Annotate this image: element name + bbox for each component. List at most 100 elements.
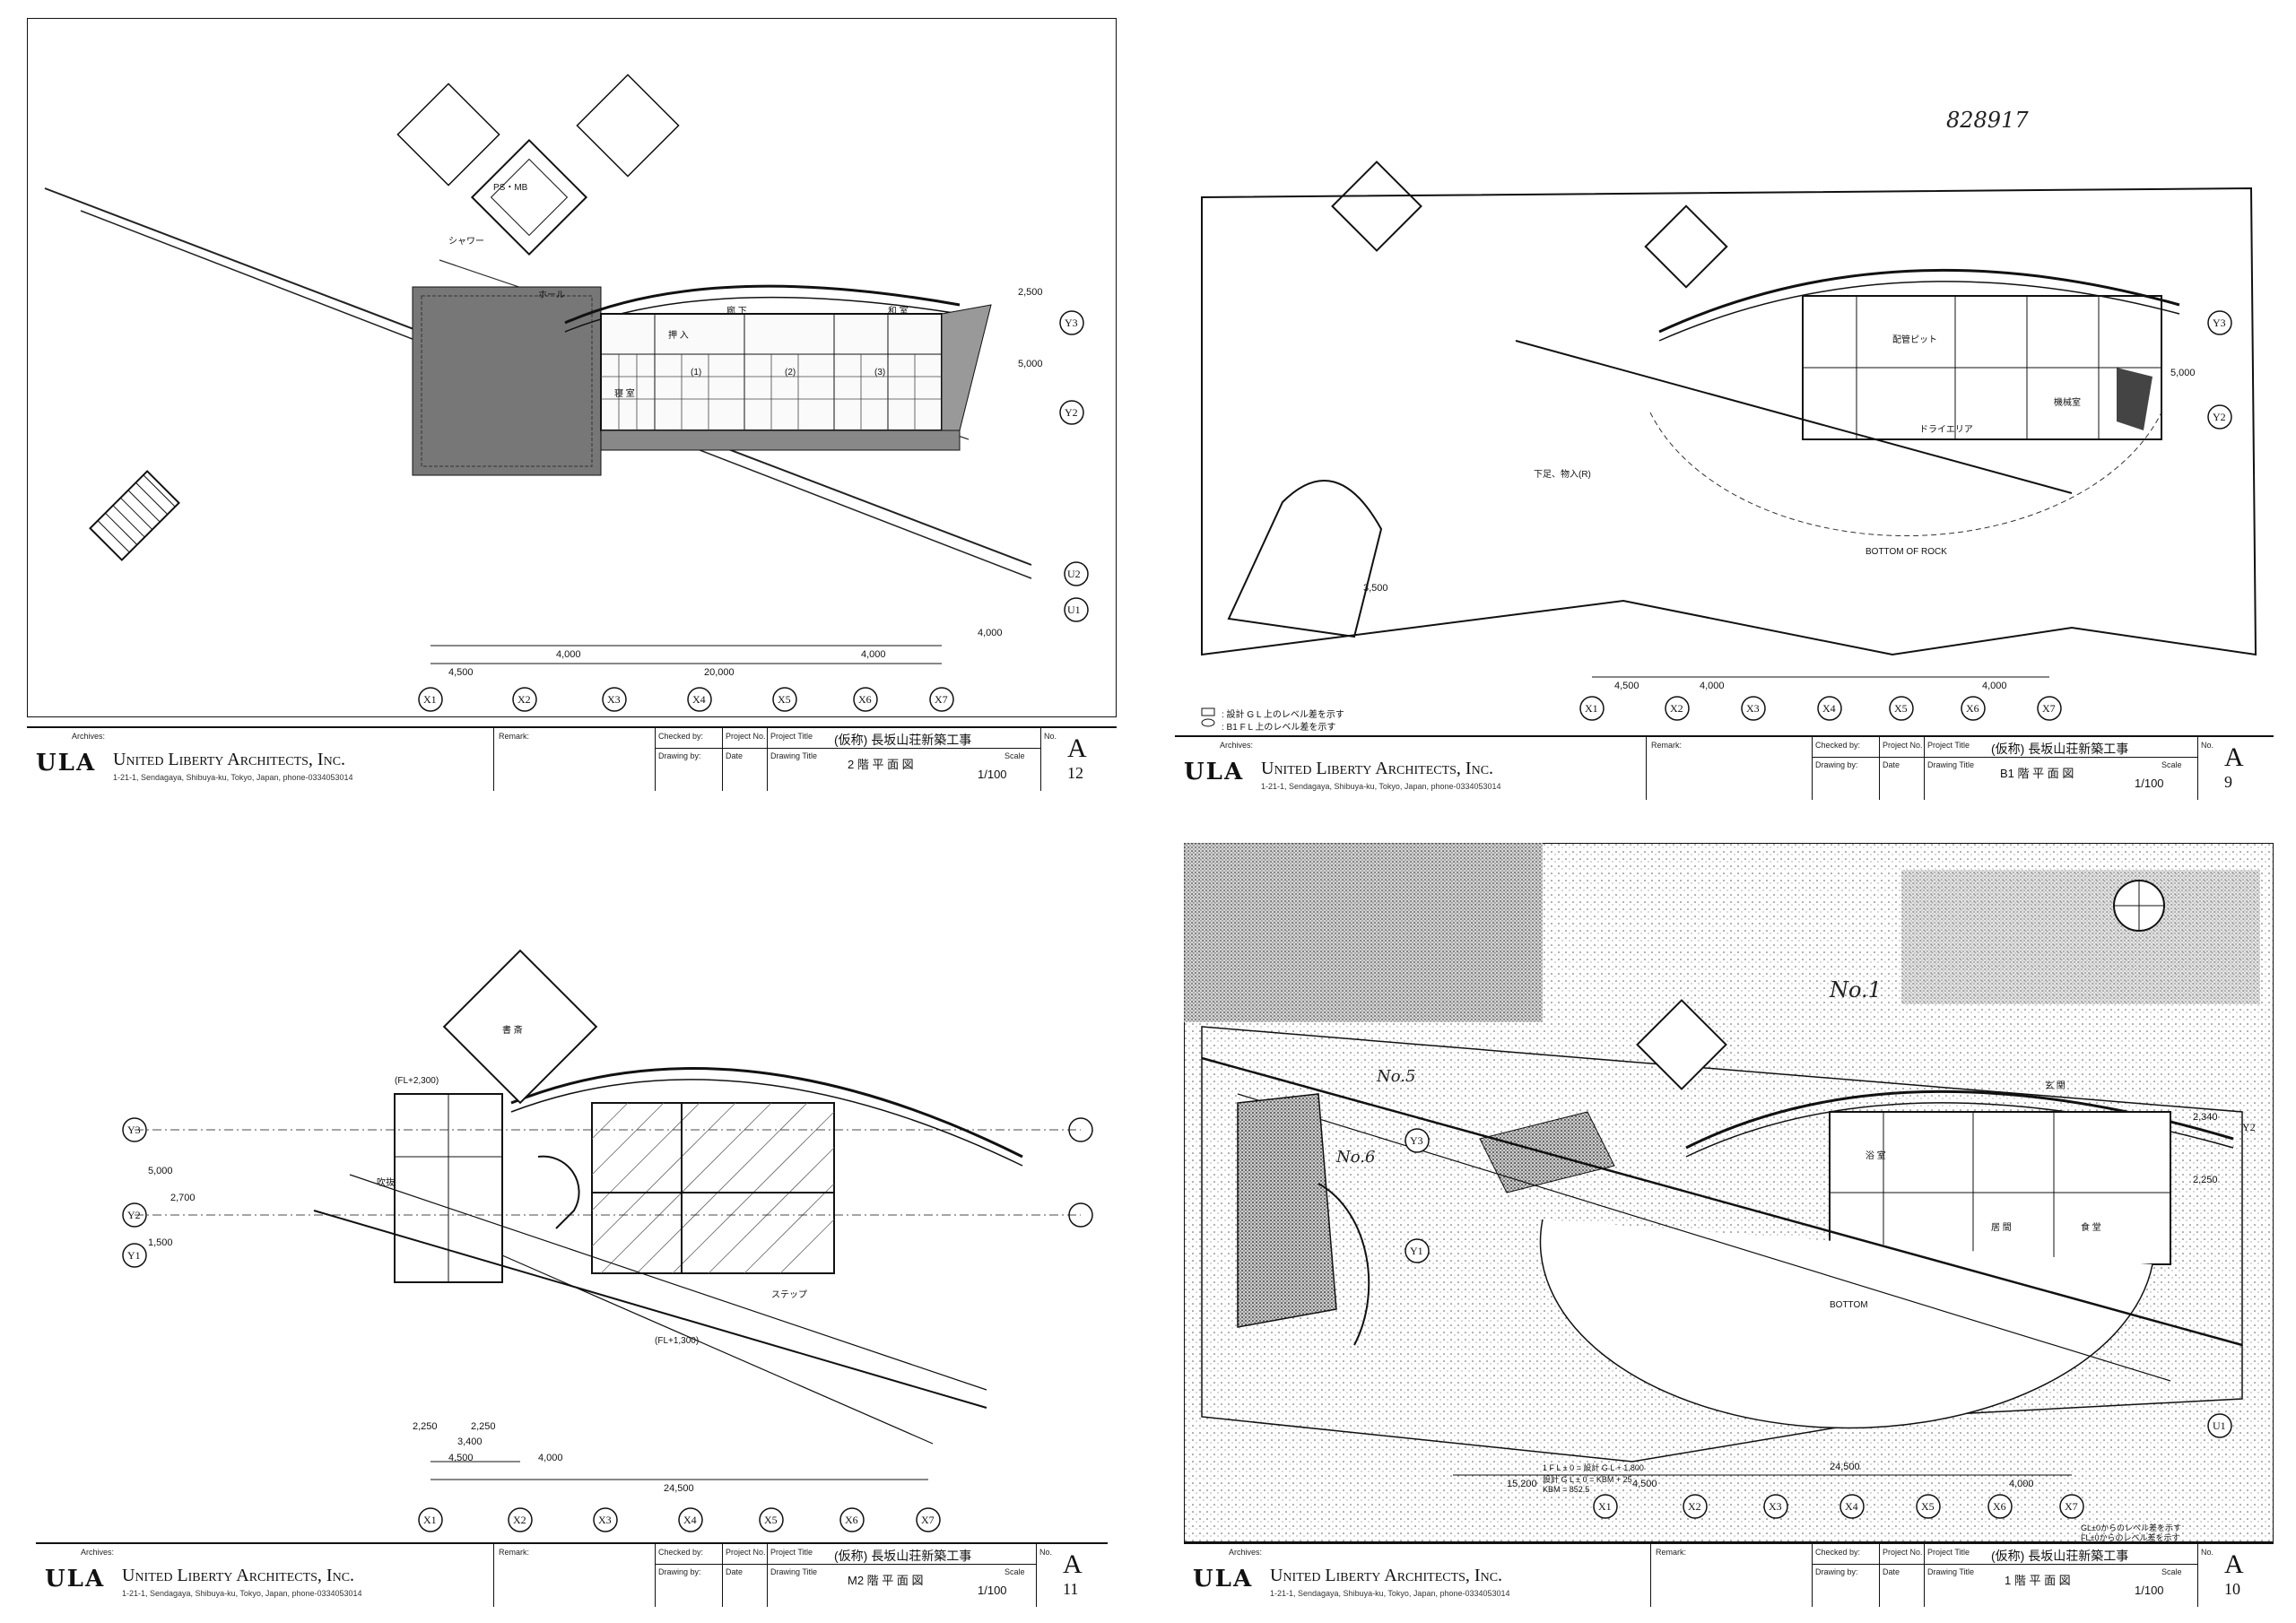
grid-label-x: X5	[764, 1514, 778, 1526]
grid-label-y: Y2	[1065, 406, 1078, 419]
room-label: 押 入	[668, 331, 689, 341]
grid-label-x: X1	[1585, 702, 1598, 715]
drawing-title-label: Drawing Title	[770, 751, 818, 760]
drawing-title: M2 階 平 面 図	[848, 1574, 924, 1587]
tilted-shaft-1	[470, 138, 588, 256]
grid-label-x: X3	[598, 1514, 612, 1526]
grid-label-x: X7	[921, 1514, 935, 1526]
project-title: (仮称) 長坂山荘新築工事	[834, 1549, 972, 1563]
title-block: Archives: ULA United Liberty Architects,…	[1175, 735, 2274, 800]
grid-label-x: X6	[1966, 702, 1979, 715]
room-label: PS・MB	[493, 183, 528, 193]
study-room-tilted	[442, 949, 598, 1105]
room-label: (3)	[874, 368, 886, 378]
dim-bottom: 4,000	[861, 649, 886, 660]
drawing-by-label: Drawing by:	[1815, 1567, 1858, 1576]
firm-address: 1-21-1, Sendagaya, Shibuya-ku, Tokyo, Ja…	[113, 773, 353, 782]
level-note: 1 F L ± 0 = 設計 G L + 1,800	[1543, 1463, 1644, 1472]
site-outline	[1201, 187, 2257, 656]
drawing-sheet-a9: 828917 4,500 4,000 4,000 5,000 3,500 X1 …	[1175, 27, 2274, 800]
grid-label-x: X2	[1670, 702, 1683, 715]
no-label: No.	[2201, 741, 2214, 750]
archives-label: Archives:	[1229, 1548, 1263, 1557]
drawing-sheet-a11: 4,500 4,000 24,500 2,250 2,250 3,400 5,0…	[36, 834, 1108, 1607]
grid-label-x: X1	[423, 693, 437, 706]
floor-plan-1f	[1184, 843, 2274, 1542]
room-label: 書 斎	[502, 1026, 523, 1036]
project-no-label: Project No.	[726, 732, 766, 741]
firm-logo: ULA	[36, 750, 97, 777]
checked-by-label: Checked by:	[658, 1548, 704, 1557]
sheet-letter: A	[1067, 733, 1087, 763]
room-label: 居 間	[1991, 1223, 2012, 1233]
dim-bottom: 2,250	[413, 1421, 438, 1432]
dim-bottom: 24,500	[1830, 1462, 1860, 1472]
grid-label-y: Y3	[127, 1124, 141, 1136]
curved-roof-line	[1658, 268, 2180, 334]
grid-label-x: X3	[607, 693, 621, 706]
dim-bottom: 24,500	[664, 1483, 694, 1494]
scale-value: 1/100	[978, 768, 1007, 781]
dim-bottom: 4,500	[1614, 681, 1639, 691]
grid-label-x: X3	[1769, 1500, 1782, 1513]
room-label: ステップ	[771, 1290, 807, 1300]
grid-label-y: Y3	[1410, 1134, 1423, 1147]
sheet-number: 10	[2224, 1580, 2240, 1598]
scale-label: Scale	[2161, 1567, 2182, 1576]
firm-logo: ULA	[1184, 759, 1245, 785]
level-note: KBM = 852.5	[1543, 1485, 1590, 1494]
project-title-label: Project Title	[1927, 1548, 1970, 1557]
scale-label: Scale	[1004, 1567, 1025, 1576]
handwritten-annotation: No.6	[1336, 1148, 1376, 1167]
scale-value: 1/100	[2135, 777, 2164, 790]
firm-address: 1-21-1, Sendagaya, Shibuya-ku, Tokyo, Ja…	[1270, 1589, 1510, 1598]
sheet-number: 9	[2224, 773, 2232, 791]
dim-bottom: 15,200	[1507, 1479, 1537, 1489]
dim-bottom: 3,400	[457, 1436, 483, 1447]
grid-label-x: X5	[1921, 1500, 1935, 1513]
drawing-title-label: Drawing Title	[770, 1567, 818, 1576]
dim-bottom: 4,500	[448, 667, 474, 678]
grid-label-x: X2	[517, 693, 531, 706]
grid-label-x: X4	[1845, 1500, 1858, 1513]
date-label: Date	[1883, 760, 1900, 769]
grid-label-x: X4	[1822, 702, 1836, 715]
project-no-label: Project No.	[1883, 1548, 1923, 1557]
dim-side: 2,700	[170, 1193, 196, 1203]
checked-by-label: Checked by:	[1815, 741, 1861, 750]
checked-by-label: Checked by:	[1815, 1548, 1861, 1557]
room-label: 機械室	[2054, 398, 2081, 408]
firm-address: 1-21-1, Sendagaya, Shibuya-ku, Tokyo, Ja…	[122, 1589, 362, 1598]
firm-name: United Liberty Architects, Inc.	[1270, 1566, 1503, 1585]
dim-bottom: 4,500	[1632, 1479, 1657, 1489]
grid-label-x: X5	[1894, 702, 1908, 715]
title-block: Archives: ULA United Liberty Architects,…	[36, 1542, 1108, 1607]
remark-label: Remark:	[1651, 741, 1683, 750]
dim-side: 3,500	[1363, 583, 1388, 594]
dim-bottom: 4,000	[556, 649, 581, 660]
scale-label: Scale	[2161, 760, 2182, 769]
archives-label: Archives:	[81, 1548, 115, 1557]
dim-side: 5,000	[148, 1166, 173, 1176]
scale-label: Scale	[1004, 751, 1025, 760]
rock-outline	[1649, 412, 2162, 536]
room-label: ホール	[538, 291, 565, 300]
room-label: 食 堂	[2081, 1223, 2101, 1233]
grid-label-y: U1	[1067, 603, 1081, 616]
dim-side: 2,500	[1018, 287, 1043, 298]
floor-plan-b1	[1201, 161, 2257, 727]
archives-label: Archives:	[72, 732, 106, 741]
hatched-hall	[591, 1102, 835, 1274]
no-label: No.	[2201, 1548, 2214, 1557]
grid-label-x: X6	[858, 693, 872, 706]
grid-label-y: U2	[1067, 568, 1081, 580]
drawing-title: 2 階 平 面 図	[848, 758, 914, 771]
room-label: (FL+2,300)	[395, 1076, 439, 1086]
room-label: 寝 室	[614, 389, 635, 399]
date-label: Date	[1883, 1567, 1900, 1576]
grid-label-x: X4	[692, 693, 706, 706]
grid-label-x: X7	[935, 693, 948, 706]
project-title-label: Project Title	[770, 1548, 813, 1557]
room-label: BOTTOM OF ROCK	[1866, 547, 1947, 557]
drawing-sheet-a12: 4,500 4,000 20,000 4,000 2,500 5,000 4,0…	[27, 18, 1117, 791]
